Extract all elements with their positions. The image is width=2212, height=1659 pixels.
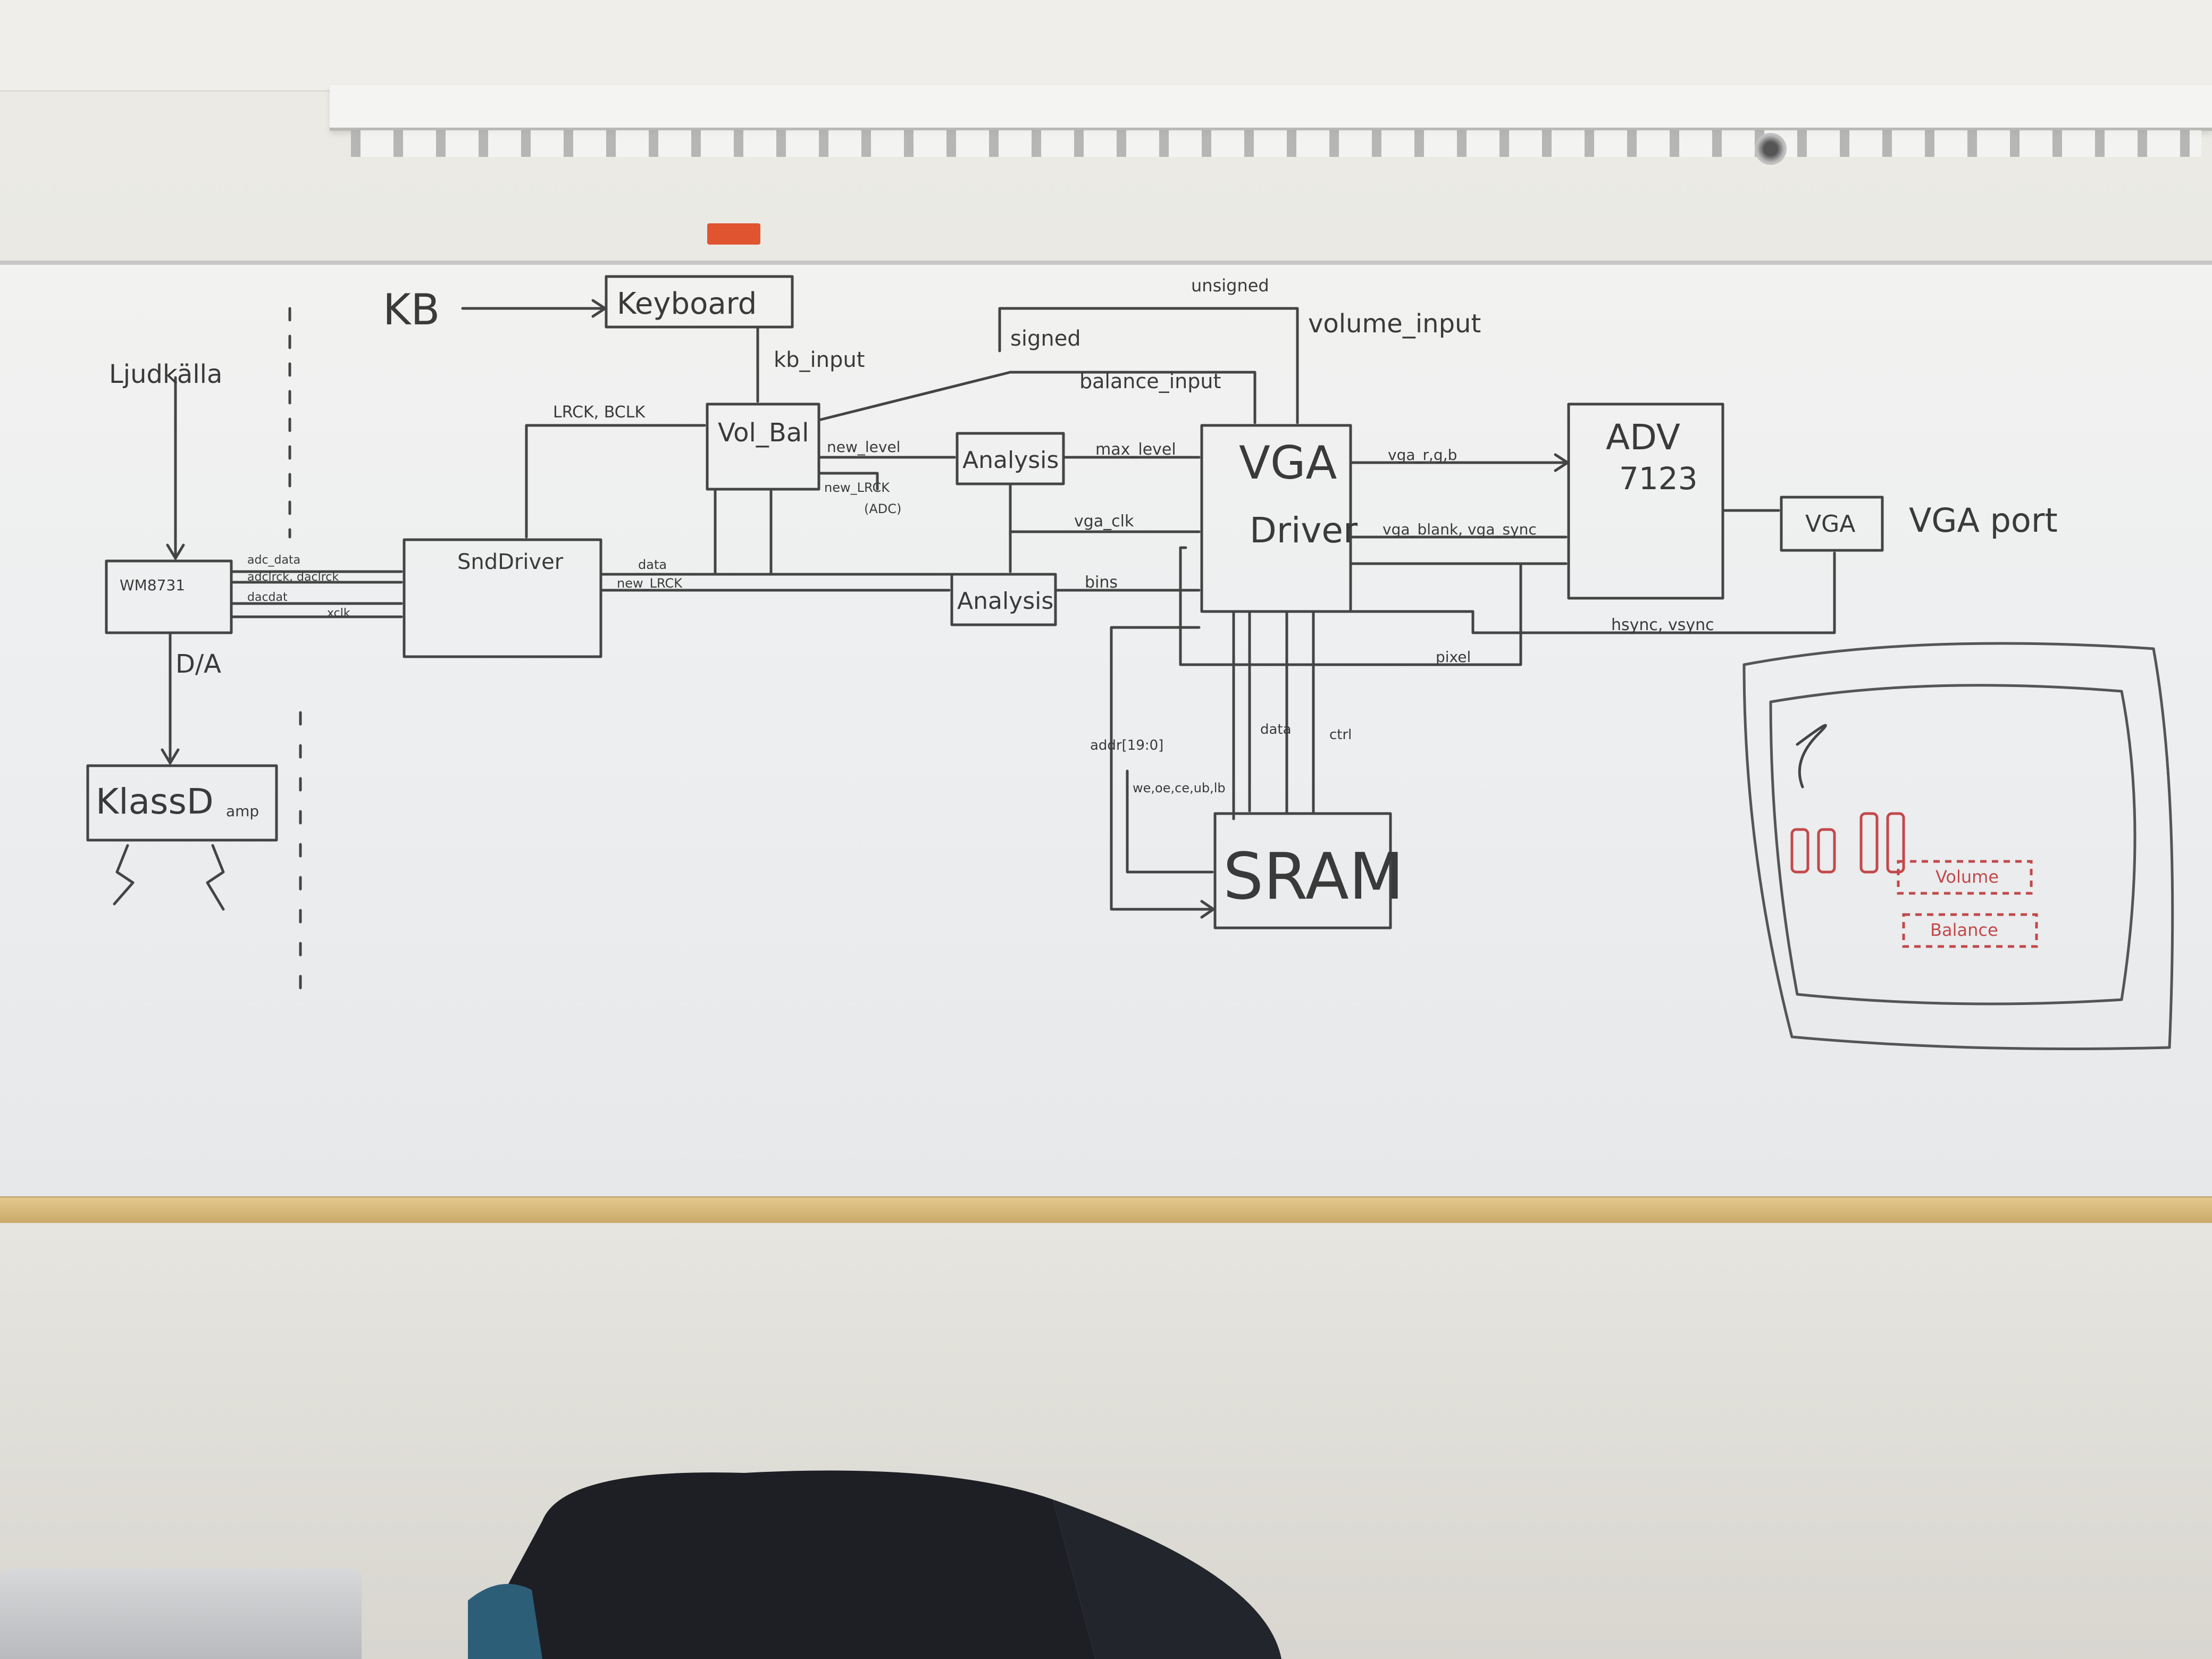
red-bar-3 bbox=[1859, 812, 1879, 874]
driver-label: Driver bbox=[1250, 510, 1358, 551]
arrow-adv bbox=[1554, 453, 1569, 472]
signed-label: signed bbox=[1010, 326, 1081, 351]
wm-signal-4: xclk bbox=[327, 607, 350, 620]
marker-tray bbox=[0, 1196, 2212, 1224]
volbal-box bbox=[706, 403, 820, 491]
ceiling bbox=[0, 0, 2212, 91]
addr-label: addr[19:0] bbox=[1090, 738, 1163, 753]
unsigned-label: unsigned bbox=[1191, 275, 1269, 296]
adv-model-label: 7123 bbox=[1619, 460, 1698, 497]
chair-backpack bbox=[468, 1470, 1281, 1659]
arrow-sram bbox=[1200, 900, 1215, 919]
balance-sketch-label: Balance bbox=[1930, 920, 1998, 940]
ceiling-camera bbox=[1755, 133, 1787, 165]
light-grille bbox=[351, 130, 2201, 157]
we-label: we,oe,ce,ub,lb bbox=[1133, 781, 1226, 795]
keyboard-label: Keyboard bbox=[617, 287, 757, 321]
vga-adv-bus bbox=[1349, 461, 1568, 565]
sram-bus bbox=[1232, 610, 1315, 820]
max-level-label: max_level bbox=[1095, 440, 1176, 459]
snd-to-analysis bbox=[599, 573, 953, 592]
kb-label: KB bbox=[383, 285, 440, 334]
snd-out-2: new_LRCK bbox=[617, 576, 683, 591]
red-sticker bbox=[707, 223, 760, 245]
hsync-line bbox=[1349, 551, 1836, 634]
pixel-line bbox=[1179, 546, 1522, 666]
volume-line bbox=[998, 307, 1299, 424]
lrck-label: LRCK, BCLK bbox=[553, 403, 646, 422]
wm-signal-3: dacdat bbox=[247, 591, 288, 604]
ljudkalla-label: Ljudkälla bbox=[109, 359, 222, 389]
klassd-label: KlassD bbox=[96, 781, 214, 822]
hsync-label: hsync, vsync bbox=[1611, 616, 1714, 634]
arrow-klassd bbox=[161, 748, 180, 765]
new-level-label: new_level bbox=[827, 438, 900, 456]
screen-curve bbox=[1796, 724, 1827, 789]
arrow-wm bbox=[166, 543, 185, 560]
vga-driver-box bbox=[1200, 424, 1352, 613]
monitor-outline bbox=[1742, 642, 2174, 1050]
keyboard-box bbox=[605, 275, 794, 329]
monitor-screen bbox=[1769, 684, 2136, 1006]
whiteboard bbox=[0, 261, 2212, 1206]
pixel-label: pixel bbox=[1436, 648, 1471, 666]
balance-line bbox=[817, 371, 1256, 424]
wm-label: WM8731 bbox=[120, 576, 185, 594]
red-bar-1 bbox=[1790, 828, 1809, 874]
wm-snd-bus bbox=[230, 570, 403, 618]
kb-input-label: kb_input bbox=[774, 348, 865, 372]
klassd-box bbox=[86, 764, 278, 842]
balance-input-label: balance_input bbox=[1079, 370, 1221, 393]
volbal-label: Vol_Bal bbox=[718, 418, 809, 448]
bins-label: bins bbox=[1085, 573, 1118, 592]
new-lrck-adc-label: (ADC) bbox=[864, 501, 901, 516]
snddriver-label: SndDriver bbox=[457, 550, 564, 574]
snddriver-box bbox=[403, 538, 602, 658]
da-label: D/A bbox=[175, 649, 221, 679]
new-lrck-label: new_LRCK bbox=[824, 480, 890, 495]
vga-clk-label: vga_clk bbox=[1074, 512, 1134, 531]
adv-label: ADV bbox=[1606, 417, 1680, 458]
analysis-bottom-box bbox=[950, 573, 1057, 626]
red-bar-2 bbox=[1817, 828, 1836, 874]
snd-out-1: data bbox=[638, 557, 667, 572]
vga-port-box-label: VGA bbox=[1805, 510, 1855, 538]
vga-rgb-label: vga_r,g,b bbox=[1388, 446, 1457, 464]
analysis-top-label: Analysis bbox=[962, 447, 1059, 474]
ctrl-label: ctrl bbox=[1329, 727, 1352, 743]
speaker-left bbox=[113, 844, 135, 906]
data-bus-label: data bbox=[1260, 722, 1292, 738]
laptop-lid bbox=[0, 1569, 362, 1659]
vga-blank-label: vga_blank, vga_sync bbox=[1382, 521, 1537, 538]
wm-signal-2: adclrck, daclrck bbox=[247, 571, 339, 584]
ceiling-light bbox=[330, 85, 2212, 131]
wm-signal-1: adc_data bbox=[247, 554, 300, 567]
analysis-bottom-label: Analysis bbox=[957, 588, 1053, 615]
volume-sketch-label: Volume bbox=[1936, 867, 1999, 887]
snd-lrck bbox=[525, 424, 706, 539]
red-bar-4 bbox=[1886, 812, 1905, 874]
sram-label: SRAM bbox=[1223, 840, 1404, 914]
vga-label: VGA bbox=[1239, 437, 1337, 490]
vga-port-box bbox=[1780, 496, 1884, 552]
adv-box bbox=[1567, 403, 1724, 600]
sram-addr bbox=[1110, 626, 1214, 911]
volume-input-label: volume_input bbox=[1308, 309, 1481, 339]
vga-port-label: VGA port bbox=[1909, 501, 2058, 540]
speaker-right bbox=[206, 844, 225, 911]
new-lrck-line bbox=[817, 472, 879, 491]
volbal-feeds bbox=[714, 488, 773, 576]
klassd-amp-label: amp bbox=[226, 802, 259, 820]
wm-box bbox=[105, 559, 233, 634]
arrow-keyboard bbox=[591, 299, 607, 318]
sram-box bbox=[1213, 812, 1392, 929]
